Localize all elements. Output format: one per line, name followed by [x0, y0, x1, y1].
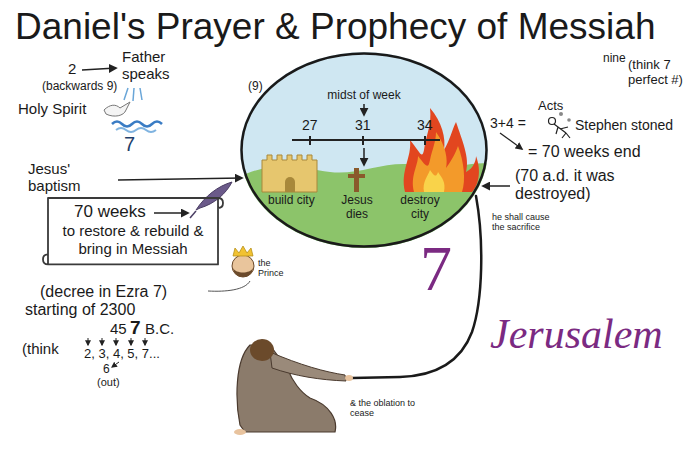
- dove: [104, 102, 130, 116]
- city-name-label: Jerusalem: [490, 310, 663, 358]
- timeline: [292, 139, 440, 141]
- callout-number-label: 6: [103, 363, 110, 377]
- pointer-arrow: [363, 104, 365, 115]
- circle-text: build city: [268, 193, 315, 207]
- timeline-circle: midst of week 27 31 34 build city Jesus dies d…: [240, 52, 488, 248]
- water-wave: [112, 122, 162, 127]
- kneeling-robe: [237, 345, 336, 432]
- timeline-tick: [362, 136, 364, 145]
- leader-line: [208, 281, 250, 291]
- pointer-arrow: [483, 185, 510, 187]
- circle-scene: [238, 50, 492, 252]
- digit-arrow: [112, 362, 119, 367]
- circle-text: destroy city: [394, 193, 446, 222]
- annotation-label: (70 a.d. it was destroyed): [515, 167, 665, 204]
- annotation-label: & the oblation to cease: [350, 398, 430, 419]
- kneeling-arm: [270, 352, 346, 381]
- annotation-label: he shall cause the sacrifice: [492, 212, 556, 233]
- scroll-border: [43, 198, 223, 264]
- annotation-label: Jesus' baptism: [28, 160, 100, 195]
- city-wall: [262, 155, 317, 192]
- scroll-box: 70 weeksto restore & rebuild & bring in …: [42, 196, 224, 266]
- box-body: to restore & rebuild & bring in Messiah: [54, 222, 212, 258]
- light-ray: [133, 88, 134, 101]
- sky: [238, 50, 490, 250]
- annotation-label: (think: [22, 340, 59, 357]
- timeline-tick: [309, 136, 311, 145]
- cross-beam: [348, 174, 365, 178]
- big-seven-label: 7: [420, 232, 452, 306]
- kneeling-hands: [345, 375, 353, 381]
- pointer-arrow: [82, 68, 116, 70]
- quill: [196, 182, 232, 210]
- annotation-label: starting of 2300: [25, 301, 135, 319]
- pointer-arrow: [363, 148, 365, 165]
- prince-beard: [233, 268, 253, 277]
- circle-text: 34: [417, 117, 433, 134]
- annotation-label: (decree in Ezra 7): [40, 283, 167, 301]
- digit-arrow: [116, 338, 117, 345]
- annotation-label: (think 7 perfect #): [628, 58, 696, 88]
- light-ray: [140, 88, 142, 100]
- annotation-label: Stephen stoned: [575, 117, 673, 133]
- timeline-tick: [424, 136, 426, 145]
- quill-tip: [190, 211, 196, 218]
- digit-arrow: [145, 338, 146, 345]
- kneeling-head: [250, 339, 274, 361]
- digit-arrow: [102, 338, 103, 345]
- annotation-label: nine: [603, 52, 626, 66]
- annotation-label: (backwards 9): [42, 80, 117, 94]
- annotation-label: Holy Spirit: [18, 100, 86, 117]
- pointer-arrow: [154, 212, 188, 214]
- nine-tail: [352, 196, 481, 378]
- stone: [567, 118, 571, 122]
- prince-crown: [233, 246, 253, 256]
- callout-number-label: 7: [124, 133, 135, 156]
- kneeling-feet: [234, 429, 246, 435]
- annotation-label: Acts: [538, 99, 563, 114]
- equation-label: 3+4 =: [490, 115, 526, 131]
- fire-core: [424, 170, 445, 192]
- stephen-figure: [554, 124, 570, 138]
- number-list-label: 2, 3, 4, 5, 7...: [84, 347, 160, 362]
- pointer-arrow: [500, 133, 522, 149]
- annotation-label: (out): [97, 376, 120, 389]
- callout-number-label: 45: [110, 320, 127, 337]
- circle-text: 31: [355, 117, 371, 134]
- circle-text: 27: [302, 117, 318, 134]
- cross-post: [354, 168, 359, 192]
- city-gate: [285, 177, 295, 192]
- callout-number-label: 7: [130, 317, 141, 339]
- fire-outer: [404, 108, 479, 192]
- water-wave: [116, 128, 156, 132]
- callout-number-label: 2: [68, 60, 76, 77]
- annotation-label: (9): [248, 80, 263, 94]
- annotation-label: = 70 weeks end: [528, 143, 641, 161]
- circle-border: [242, 54, 487, 247]
- digit-arrow: [131, 338, 132, 345]
- prince-face: [232, 255, 254, 277]
- light-ray: [124, 88, 128, 100]
- circle-text: Jesus dies: [335, 193, 379, 222]
- pointer-arrow: [118, 178, 242, 180]
- digit-arrow: [88, 338, 89, 345]
- stephen-figure: [549, 118, 556, 125]
- annotation-label: the Prince: [258, 258, 288, 279]
- diagram-title: Daniel's Prayer & Prophecy of Messiah: [15, 6, 655, 49]
- circle-text: midst of week: [314, 88, 414, 102]
- annotation-label: B.C.: [145, 320, 174, 337]
- box-heading: 70 weeks: [54, 202, 212, 222]
- annotation-label: Father speaks: [122, 48, 184, 83]
